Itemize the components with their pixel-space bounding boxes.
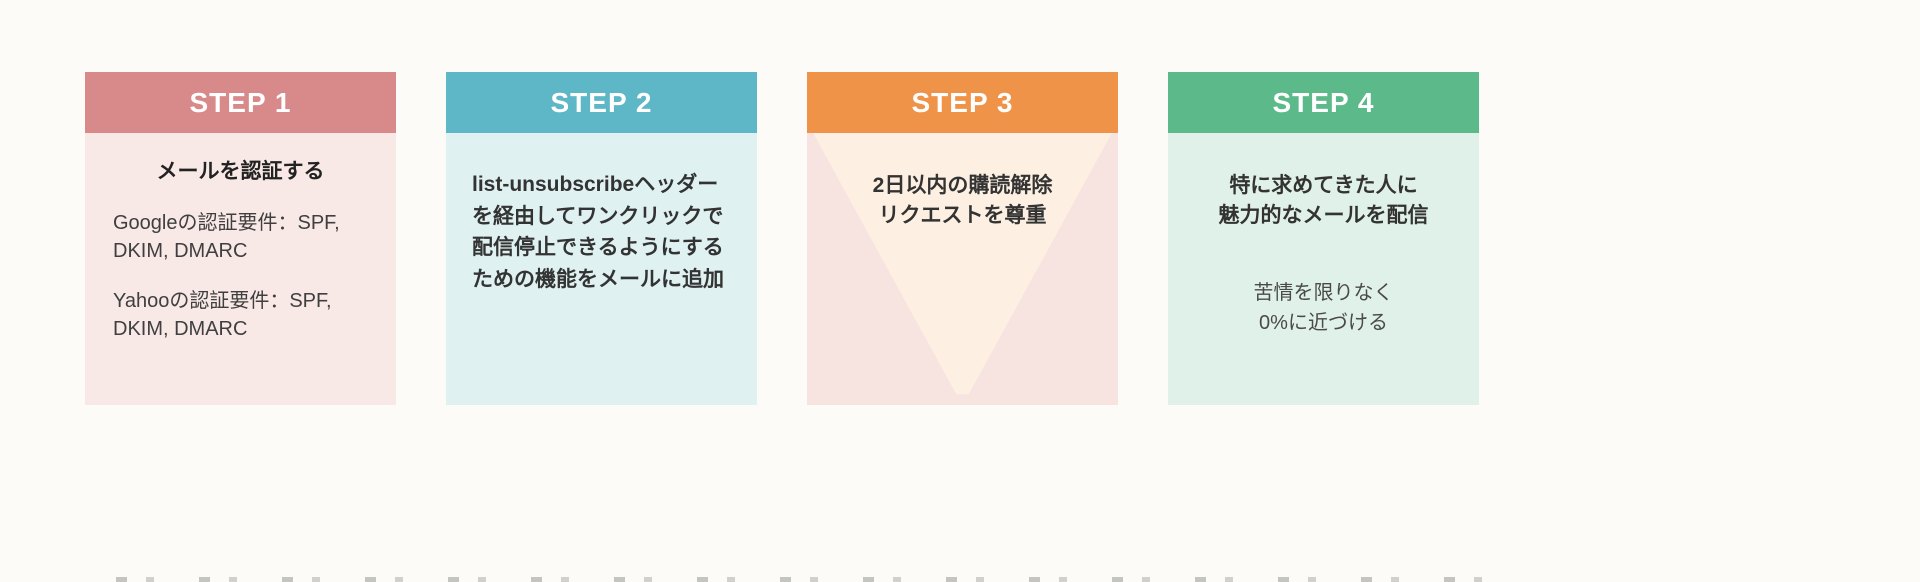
step-2-text: list-unsubscribeヘッダーを経由してワンクリックで配信停止できるよ… — [472, 173, 724, 291]
step-1-label: STEP 1 — [189, 86, 292, 118]
step-1-item-google: Googleの認証要件：SPF, DKIM, DMARC — [113, 212, 340, 263]
step-4-note: 苦情を限りなく 0%に近づける — [1253, 281, 1394, 334]
step-2-label: STEP 2 — [550, 86, 653, 118]
step-card-3: STEP 3 2日以内の購読解除 リクエストを尊重 — [807, 72, 1118, 405]
step-card-2: STEP 2 list-unsubscribeヘッダーを経由してワンクリックで配… — [446, 72, 757, 405]
step-card-4: STEP 4 特に求めてきた人に 魅力的なメールを配信 苦情を限りなく 0%に近… — [1168, 72, 1479, 405]
step-4-body: 特に求めてきた人に 魅力的なメールを配信 苦情を限りなく 0%に近づける — [1168, 133, 1479, 405]
step-4-header: STEP 4 — [1168, 72, 1479, 133]
step-4-label: STEP 4 — [1272, 86, 1375, 118]
step-3-body: 2日以内の購読解除 リクエストを尊重 — [807, 133, 1118, 405]
step-1-header: STEP 1 — [85, 72, 396, 133]
step-2-header: STEP 2 — [446, 72, 757, 133]
step-2-body: list-unsubscribeヘッダーを経由してワンクリックで配信停止できるよ… — [446, 133, 757, 405]
step-1-item-yahoo: Yahooの認証要件：SPF, DKIM, DMARC — [113, 290, 332, 341]
step-card-1: STEP 1 メールを認証する Googleの認証要件：SPF, DKIM, D… — [85, 72, 396, 405]
step-3-header: STEP 3 — [807, 72, 1118, 133]
step-3-label: STEP 3 — [911, 86, 1014, 118]
step-1-body: メールを認証する Googleの認証要件：SPF, DKIM, DMARC Ya… — [85, 133, 396, 405]
step-1-title: メールを認証する — [156, 160, 325, 183]
steps-diagram: STEP 1 メールを認証する Googleの認証要件：SPF, DKIM, D… — [85, 72, 1479, 405]
step-4-title: 特に求めてきた人に 魅力的なメールを配信 — [1218, 174, 1429, 228]
cropped-next-row-edge — [100, 577, 1490, 582]
step-3-text: 2日以内の購読解除 リクエストを尊重 — [872, 174, 1053, 228]
